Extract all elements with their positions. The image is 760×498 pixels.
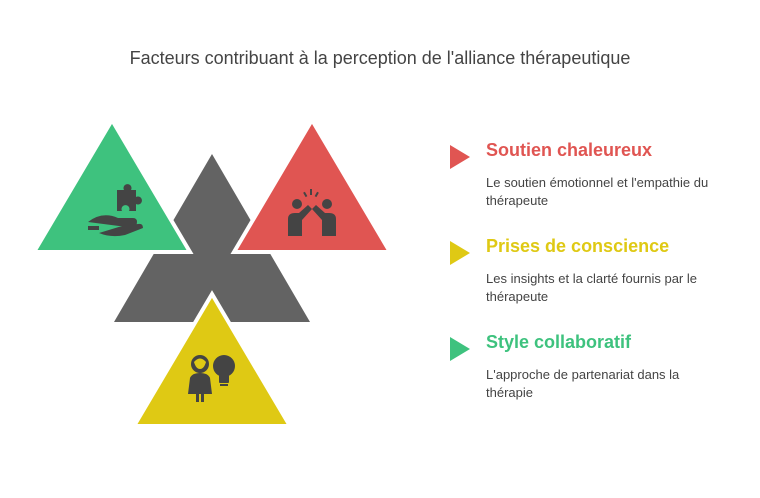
red-triangle: [230, 116, 394, 254]
item-description: Les insights et la clarté fournis par le…: [486, 271, 697, 304]
item-description: L'approche de partenariat dans la thérap…: [486, 367, 680, 400]
yellow-triangle-marker-icon: [450, 241, 470, 265]
red-triangle-marker-icon: [450, 145, 470, 169]
center-gray-triangle: [114, 154, 310, 322]
person-lightbulb-icon: [188, 355, 235, 402]
item-heading: Prises de conscience: [486, 236, 670, 256]
high-five-icon: [288, 189, 336, 236]
yellow-triangle: [130, 290, 294, 428]
green-triangle: [30, 116, 194, 254]
item-heading: Style collaboratif: [486, 332, 632, 352]
item-description: Le soutien émotionnel et l'empathie du t…: [486, 175, 709, 208]
hand-puzzle-icon: [88, 184, 143, 237]
green-triangle-marker-icon: [450, 337, 470, 361]
item-heading: Soutien chaleureux: [486, 140, 653, 160]
diagram-title: Facteurs contribuant à la perception de …: [129, 48, 631, 68]
